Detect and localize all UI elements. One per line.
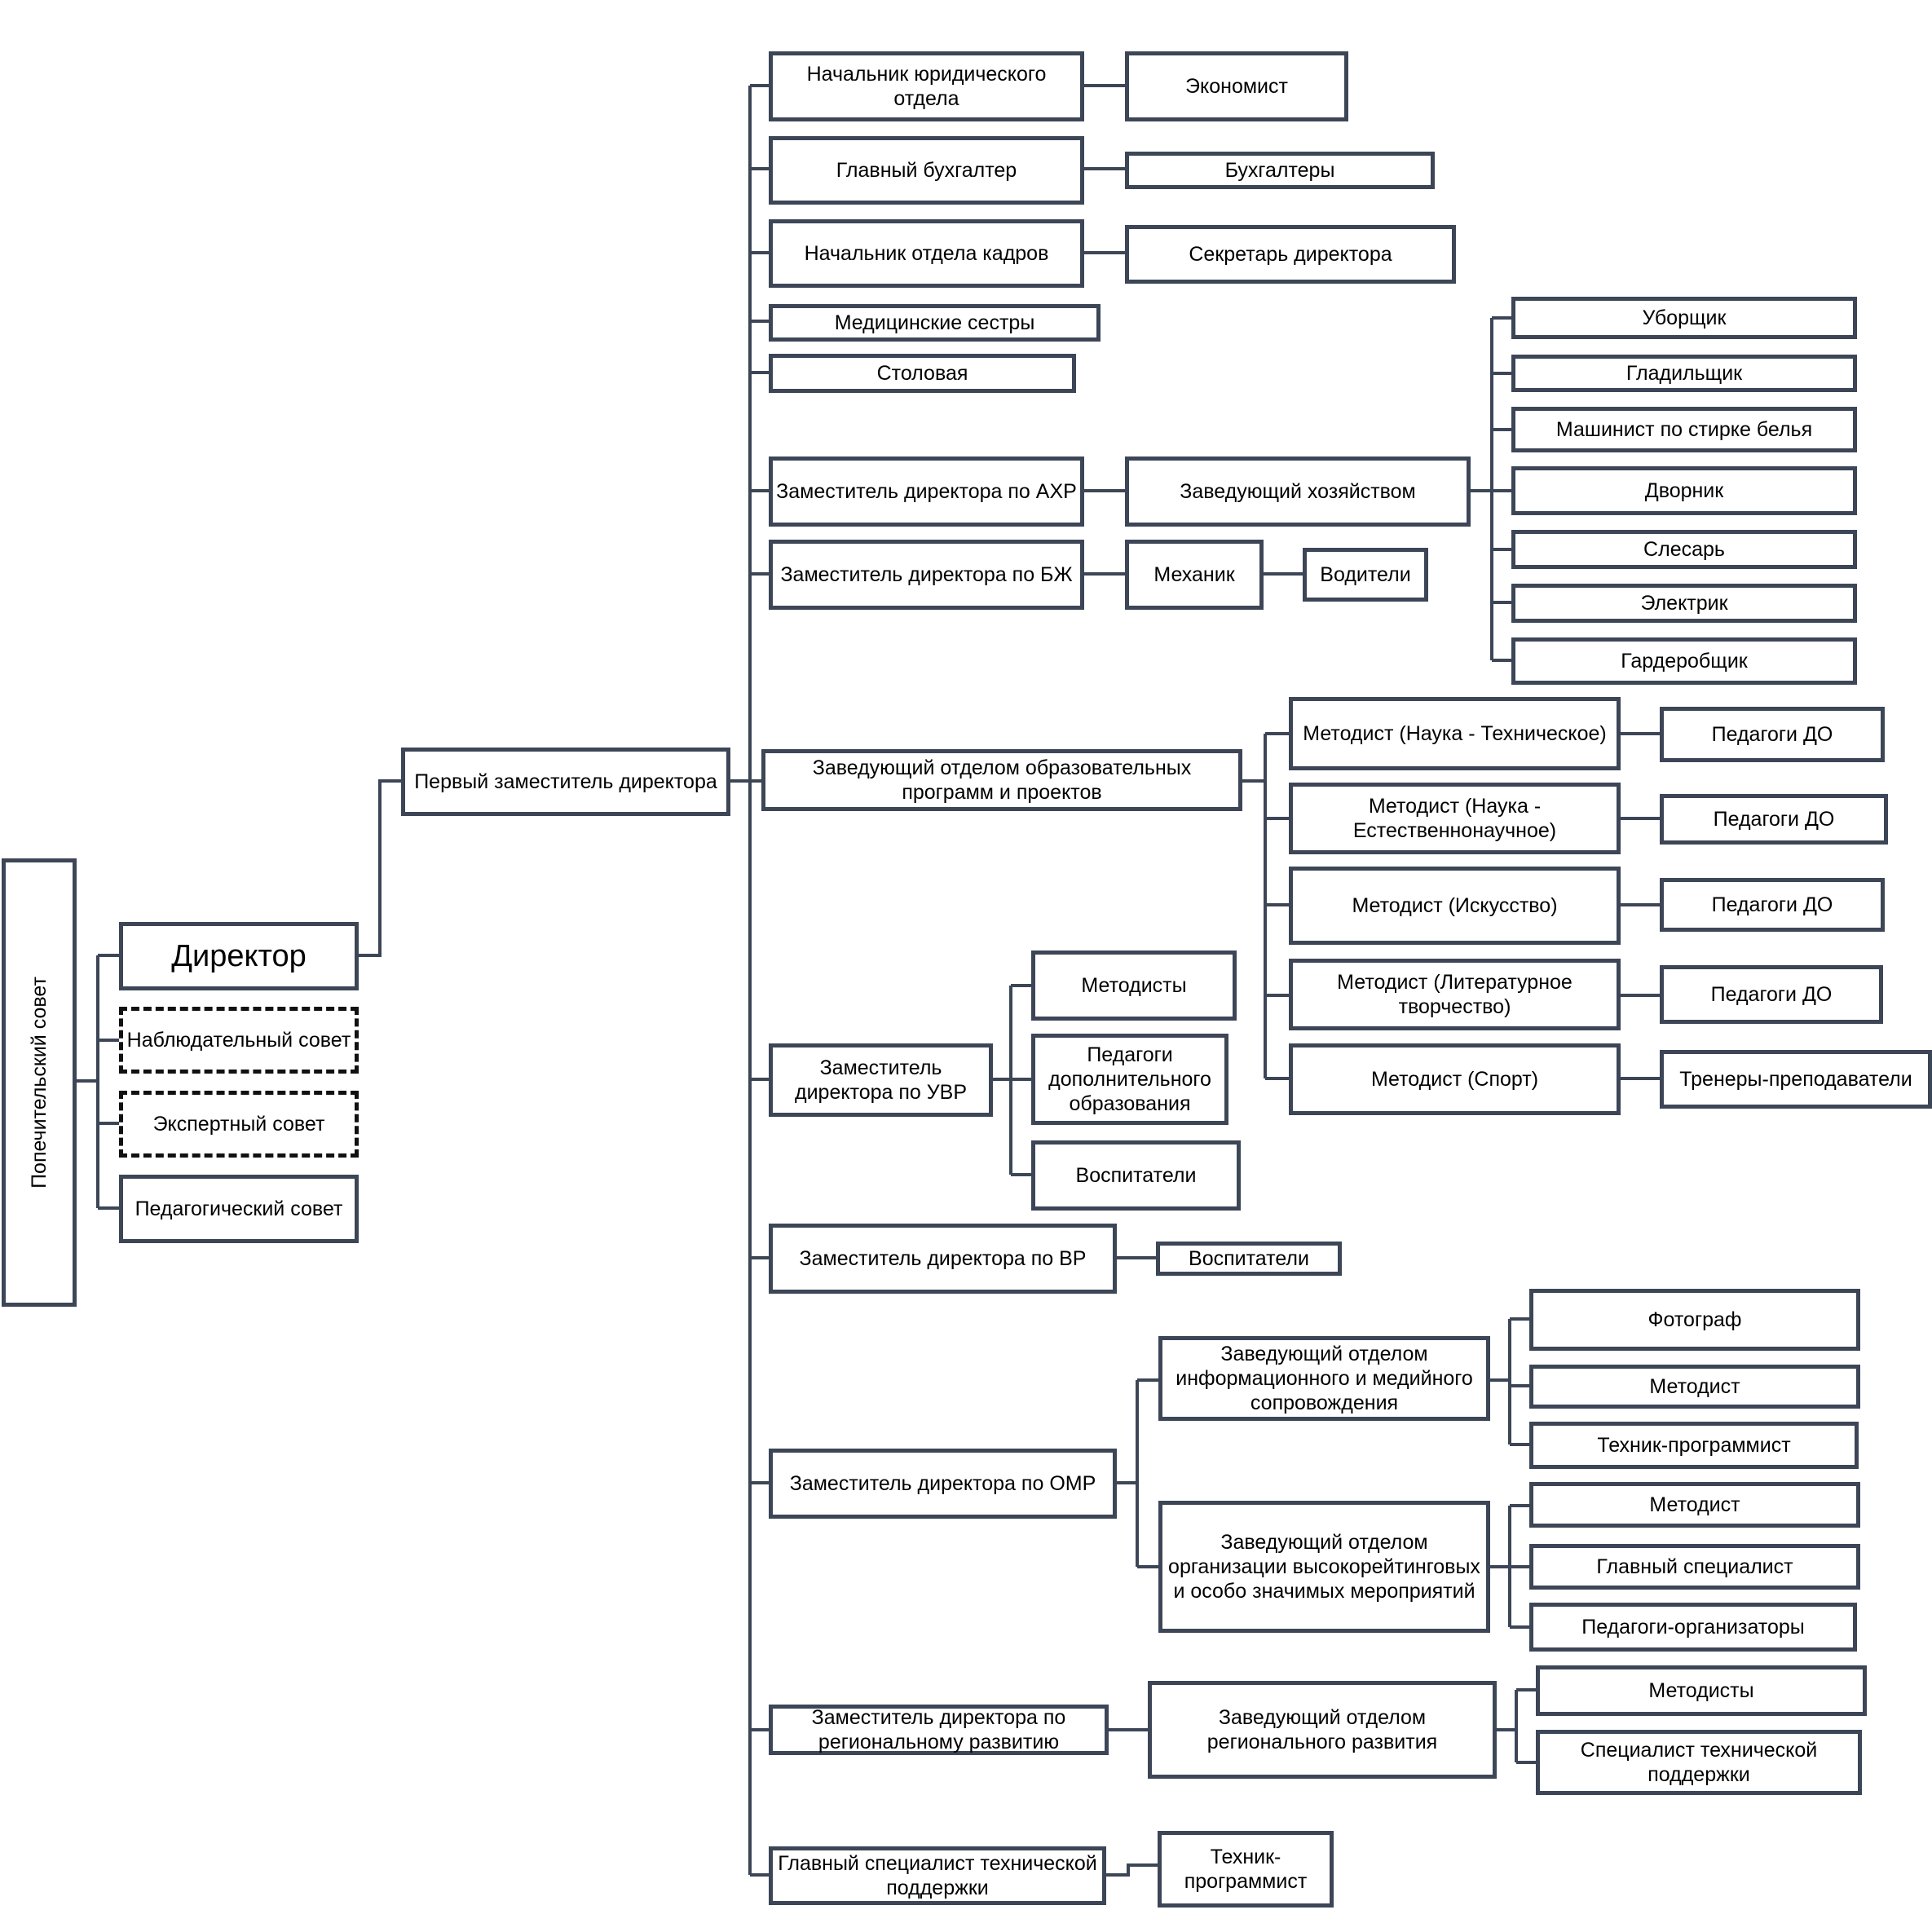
mechanic-box: Механик: [1125, 540, 1264, 610]
connector: [1489, 1504, 1531, 1629]
regional-staff-box: Методисты: [1536, 1665, 1867, 1716]
events-staff-box: Педагоги-организаторы: [1529, 1603, 1857, 1652]
tech-programmer-box: Техник-программист: [1158, 1831, 1334, 1908]
nurses-box: Медицинские сестры: [769, 304, 1101, 342]
events-staff-box: Главный специалист: [1529, 1544, 1860, 1590]
connector: [729, 86, 752, 1875]
connector: [750, 84, 770, 1877]
info-staff-box: Фотограф: [1529, 1289, 1860, 1351]
methodist-sub-box: Педагоги ДО: [1660, 794, 1888, 845]
events-head-box: Заведующий отделом организации высокорей…: [1158, 1501, 1490, 1633]
connector: [1083, 84, 1127, 254]
deputy-uvr-box: Заместитель директора по УВР: [769, 1043, 993, 1117]
household-staff-box: Уборщик: [1511, 297, 1857, 339]
first-deputy-box: Первый заместитель директора: [401, 748, 730, 816]
secretary-box: Секретарь директора: [1125, 225, 1456, 284]
methodist-sub-box: Педагоги ДО: [1660, 965, 1883, 1024]
info-staff-box: Техник-программист: [1529, 1422, 1859, 1469]
canteen-box: Столовая: [769, 354, 1076, 393]
vr-educators-box: Воспитатели: [1156, 1242, 1342, 1276]
uvr-teachers-box: Педагоги дополнительного образования: [1031, 1034, 1228, 1125]
methodist-box: Методист (Искусство): [1289, 867, 1621, 945]
uvr-methodists-box: Методисты: [1031, 950, 1237, 1021]
methodist-box: Методист (Наука - Техническое): [1289, 697, 1621, 770]
connector: [77, 954, 121, 1210]
connector: [1489, 1317, 1531, 1446]
connector: [1107, 1688, 1537, 1764]
regional-head-box: Заведующий отделом регионального развити…: [1148, 1681, 1497, 1779]
deputy-regional-box: Заместитель директора по региональному р…: [769, 1705, 1109, 1755]
connector: [1105, 1863, 1159, 1877]
methodist-sub-box: Педагоги ДО: [1660, 878, 1885, 932]
methodist-box: Методист (Литературное творчество): [1289, 959, 1621, 1030]
accountants-box: Бухгалтеры: [1125, 152, 1435, 189]
methodist-box: Методист (Спорт): [1289, 1043, 1621, 1115]
deputy-bzh-box: Заместитель директора по БЖ: [769, 540, 1084, 610]
info-head-box: Заведующий отделом информационного и мед…: [1158, 1336, 1490, 1421]
deputy-omr-box: Заместитель директора по ОМР: [769, 1449, 1117, 1519]
supervisory-board: Наблюдательный совет: [119, 1007, 359, 1074]
household-manager-box: Заведующий хозяйством: [1125, 456, 1471, 527]
connector: [1265, 732, 1290, 1080]
household-staff-box: Слесарь: [1511, 530, 1857, 569]
deputy-vr-box: Заместитель директора по ВР: [769, 1224, 1117, 1294]
info-staff-box: Методист: [1529, 1365, 1860, 1409]
connector: [1115, 1378, 1160, 1568]
economist-box: Экономист: [1125, 51, 1348, 121]
connector: [991, 984, 1033, 1176]
connector: [357, 779, 403, 957]
expert-board: Экспертный совет: [119, 1091, 359, 1158]
household-staff-box: Гардеробщик: [1511, 637, 1857, 685]
methodist-box: Методист (Наука - Естественнонаучное): [1289, 783, 1621, 854]
director-box: Директор: [119, 922, 359, 990]
methodist-sub-box: Тренеры-преподаватели: [1660, 1050, 1932, 1109]
household-staff-box: Дворник: [1511, 466, 1857, 515]
connector: [1619, 732, 1661, 1080]
trustees-label: Попечительский совет: [28, 977, 51, 1189]
connector: [1492, 316, 1513, 662]
deputy-ahr-box: Заместитель директора по АХР: [769, 456, 1084, 527]
household-staff-box: Электрик: [1511, 584, 1857, 623]
hr-head-box: Начальник отдела кадров: [769, 219, 1084, 288]
household-staff-box: Машинист по стирке белья: [1511, 407, 1857, 452]
trustees-board: Попечительский совет: [2, 858, 77, 1307]
chief-accountant-box: Главный бухгалтер: [769, 136, 1084, 205]
uvr-educators-box: Воспитатели: [1031, 1140, 1241, 1211]
connector: [1241, 734, 1267, 1078]
tech-chief-box: Главный специалист технической поддержки: [769, 1846, 1106, 1905]
events-staff-box: Методист: [1529, 1482, 1860, 1528]
methodist-sub-box: Педагоги ДО: [1660, 707, 1885, 762]
regional-staff-box: Специалист технической поддержки: [1536, 1730, 1862, 1795]
drivers-box: Водители: [1303, 548, 1428, 602]
legal-head-box: Начальник юридического отдела: [769, 51, 1084, 121]
programs-head-box: Заведующий отделом образовательных прогр…: [761, 749, 1242, 811]
household-staff-box: Гладильщик: [1511, 355, 1857, 392]
pedagogical-board: Педагогический совет: [119, 1175, 359, 1243]
